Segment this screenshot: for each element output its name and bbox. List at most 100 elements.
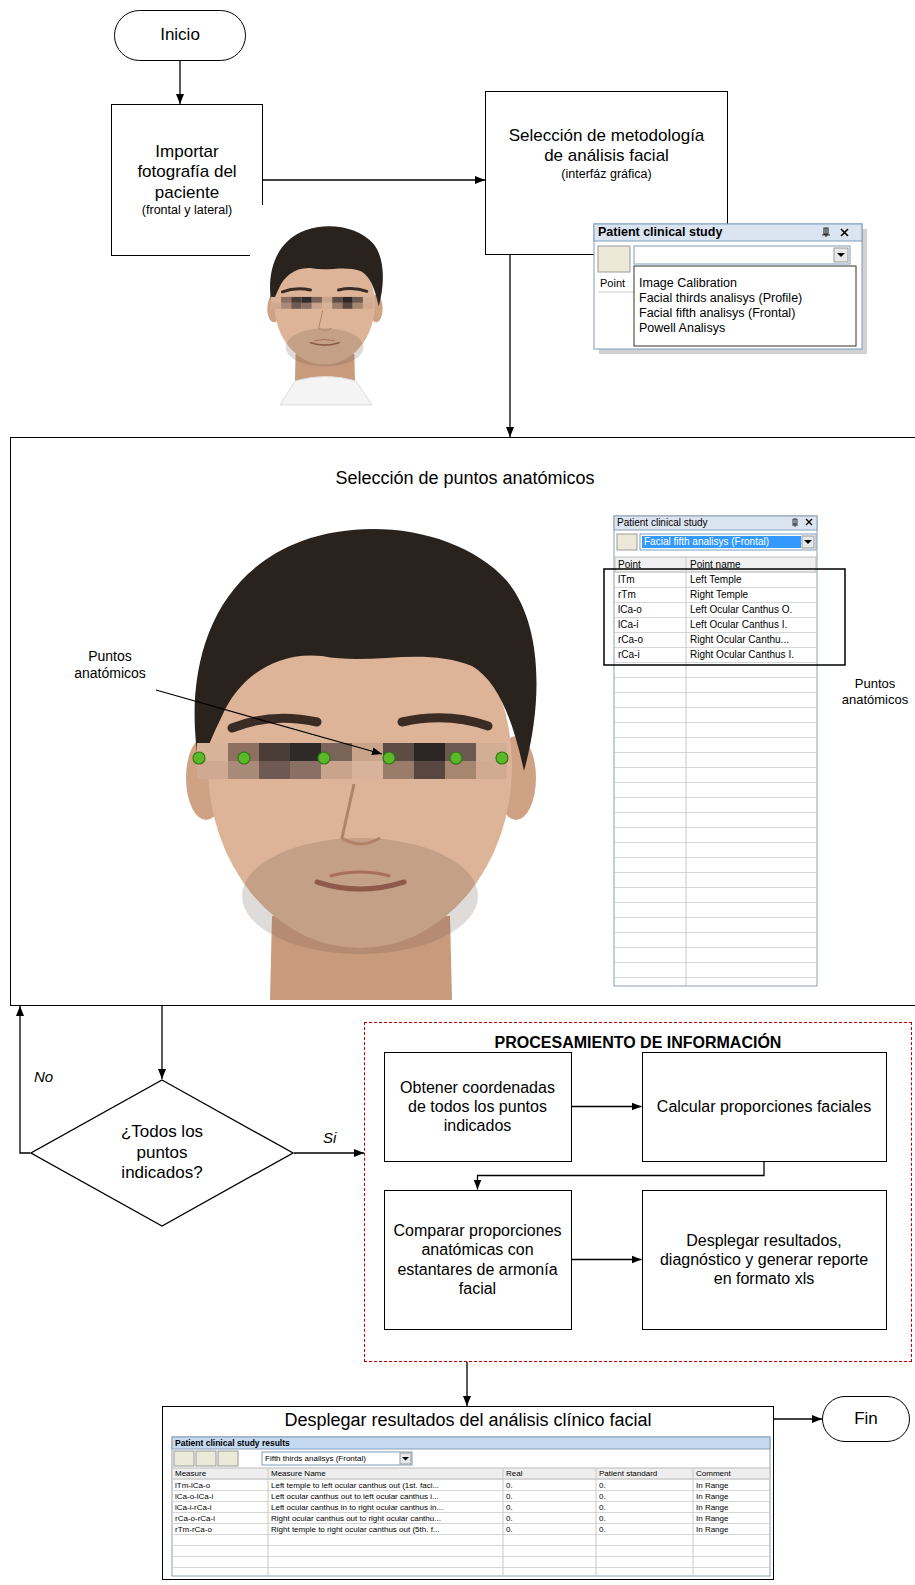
node-subtitle: (frontal y lateral) xyxy=(142,203,232,218)
decision-outline xyxy=(31,1080,293,1226)
connector xyxy=(509,255,510,437)
table-cell: rTm-rCa-o xyxy=(175,1524,212,1535)
edge-label: No xyxy=(32,1068,55,1086)
connector xyxy=(478,1162,765,1190)
anatomical-point xyxy=(193,752,508,764)
column-header: Measure Name xyxy=(271,1468,326,1479)
point-name: Right Ocular Canthus I. xyxy=(690,647,794,662)
table-cell: In Range xyxy=(696,1513,728,1524)
menu-item: Facial thirds analisys (Profile) xyxy=(639,291,802,306)
table-cell: In Range xyxy=(696,1502,728,1513)
connector xyxy=(572,1106,642,1107)
ui-panel xyxy=(792,519,798,527)
ui-panel xyxy=(196,1451,216,1466)
anatomical-point xyxy=(318,752,330,764)
ui-panel xyxy=(172,1479,770,1576)
point-code: rCa-o xyxy=(618,632,643,647)
end-terminator: Fin xyxy=(822,1396,910,1442)
ui-panel xyxy=(822,228,830,237)
leader-line xyxy=(156,690,382,754)
ui-panel xyxy=(594,224,862,241)
connector xyxy=(179,61,180,104)
callout-label: Puntos anatómicos xyxy=(838,676,912,708)
column-header: Patient standard xyxy=(599,1468,657,1479)
ui-panel xyxy=(804,540,812,544)
table-cell: In Range xyxy=(696,1480,728,1491)
panel-title: Patient clinical study xyxy=(598,225,722,240)
connector xyxy=(466,1362,467,1406)
connector xyxy=(572,1259,642,1260)
node-text: Importar fotografía del paciente xyxy=(122,142,252,203)
process-band: Selección de puntos anatómicos xyxy=(10,437,915,1006)
node-text: Calcular proporciones faciales xyxy=(657,1097,871,1116)
ui-panel xyxy=(598,246,630,272)
process-box: Obtener coordenadas de todos los puntos … xyxy=(384,1052,572,1162)
table-cell: lCa-i-rCa-i xyxy=(175,1502,211,1513)
table-cell: 0. xyxy=(506,1502,513,1513)
ui-panel xyxy=(594,224,867,354)
ui-panel xyxy=(806,519,812,525)
ui-panel xyxy=(172,1437,770,1576)
patient-photo xyxy=(186,529,537,1000)
node-text: Inicio xyxy=(160,25,200,45)
ui-panel xyxy=(634,246,850,264)
ui-panel xyxy=(402,1457,409,1461)
ui-panel xyxy=(686,557,687,986)
ui-panel xyxy=(172,1437,770,1576)
decision-diamond: ¿Todos los puntos indicados? xyxy=(30,1079,294,1227)
anatomical-point xyxy=(496,752,508,764)
table-cell: 0. xyxy=(506,1491,513,1502)
column-header: Point xyxy=(600,276,625,290)
patient-photo xyxy=(186,529,537,1000)
table-cell: 0. xyxy=(599,1524,606,1535)
table-cell: 0. xyxy=(506,1524,513,1535)
table-cell: rCa-o-rCa-i xyxy=(175,1513,215,1524)
point-name: Right Temple xyxy=(690,587,748,602)
column-header: Real xyxy=(506,1468,522,1479)
table-cell: 0. xyxy=(599,1502,606,1513)
connector xyxy=(20,1006,30,1153)
ui-panel xyxy=(614,516,817,986)
ui-panel xyxy=(642,536,801,548)
ui-panel xyxy=(615,572,816,986)
process-box: Comparar proporciones anatómicas con est… xyxy=(384,1190,572,1330)
menu-item: Facial fifth analisys (Frontal) xyxy=(639,306,795,321)
panel-title: Patient clinical study results xyxy=(175,1437,290,1449)
ui-panel xyxy=(268,1468,269,1576)
point-code: rCa-i xyxy=(618,647,640,662)
table-cell: In Range xyxy=(696,1491,728,1502)
ui-panel xyxy=(262,1452,412,1465)
process-box: Importar fotografía del paciente(frontal… xyxy=(111,104,263,256)
panel-title: Patient clinical study xyxy=(617,516,708,530)
point-name: Left Ocular Canthus O. xyxy=(690,602,792,617)
point-name: Left Temple xyxy=(690,572,742,587)
start-terminator: Inicio xyxy=(114,10,246,61)
node-text: Obtener coordenadas de todos los puntos … xyxy=(393,1078,563,1136)
menu-item: Image Calibration xyxy=(639,276,737,291)
connector xyxy=(263,179,485,180)
patient-photo xyxy=(250,205,400,405)
table-cell: In Range xyxy=(696,1524,728,1535)
ui-panel xyxy=(617,534,637,550)
patient-photo xyxy=(267,226,383,381)
ui-panel xyxy=(172,1437,770,1449)
ui-panel xyxy=(172,1468,770,1479)
ui-panel xyxy=(598,292,634,293)
anatomical-point xyxy=(193,752,205,764)
connector xyxy=(161,1006,162,1079)
ui-panel xyxy=(604,516,845,986)
node-text: Selección de puntos anatómicos xyxy=(335,468,594,490)
table-cell: Left ocular canthus in to right ocular c… xyxy=(271,1502,443,1513)
ui-panel xyxy=(802,536,814,548)
anatomical-point xyxy=(383,752,395,764)
table-cell: 0. xyxy=(599,1480,606,1491)
point-code: lCa-o xyxy=(618,602,642,617)
ui-panel xyxy=(596,1468,597,1576)
result-box: Desplegar resultados del análisis clínic… xyxy=(162,1406,774,1580)
patient-photo xyxy=(280,377,372,406)
menu-item: Powell Analisys xyxy=(639,321,725,336)
dropdown-value: Fifth thirds analisys (Frontal) xyxy=(265,1452,366,1465)
table-cell: 0. xyxy=(506,1480,513,1491)
